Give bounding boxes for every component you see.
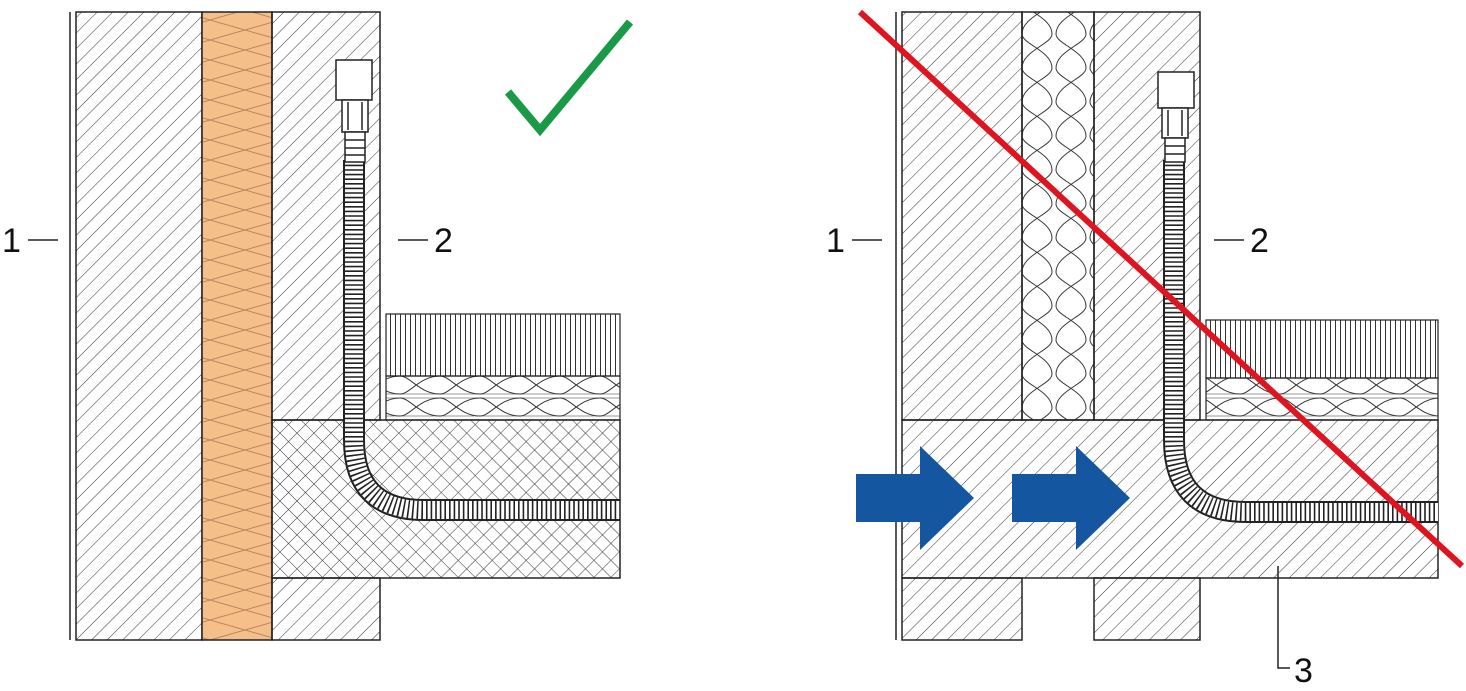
left-outer-wall bbox=[75, 11, 203, 641]
left-label-conduit: 2 bbox=[434, 222, 453, 260]
right-label-conduit: 2 bbox=[1250, 222, 1269, 260]
right-inner-wall-lower bbox=[1093, 577, 1201, 641]
right-outer-wall bbox=[901, 11, 1023, 421]
left-connector-box bbox=[335, 59, 373, 163]
left-floor-screed bbox=[385, 313, 621, 377]
right-label-slab: 3 bbox=[1294, 652, 1313, 690]
right-connector-box bbox=[1157, 71, 1195, 163]
check-mark-icon bbox=[504, 19, 634, 137]
cross-out-line-icon bbox=[857, 9, 1465, 569]
right-label-wall: 1 bbox=[826, 222, 845, 260]
left-label-wall: 1 bbox=[2, 222, 21, 260]
left-inner-wall-lower bbox=[271, 577, 381, 641]
right-panel-incorrect: 1 2 3 bbox=[826, 9, 1465, 690]
right-outer-wall-lower bbox=[901, 577, 1023, 641]
right-label-3-leader bbox=[1277, 566, 1290, 669]
arrow-right-icon bbox=[1012, 446, 1130, 550]
right-floor-insulation bbox=[1205, 377, 1439, 421]
right-conduit bbox=[1163, 160, 1438, 523]
left-conduit bbox=[343, 160, 620, 521]
left-insulation-core bbox=[201, 11, 273, 641]
left-panel-correct: 1 2 bbox=[2, 11, 634, 641]
left-floor-insulation bbox=[385, 375, 621, 421]
right-floor-screed bbox=[1205, 319, 1439, 379]
arrow-right-icon bbox=[856, 446, 974, 550]
